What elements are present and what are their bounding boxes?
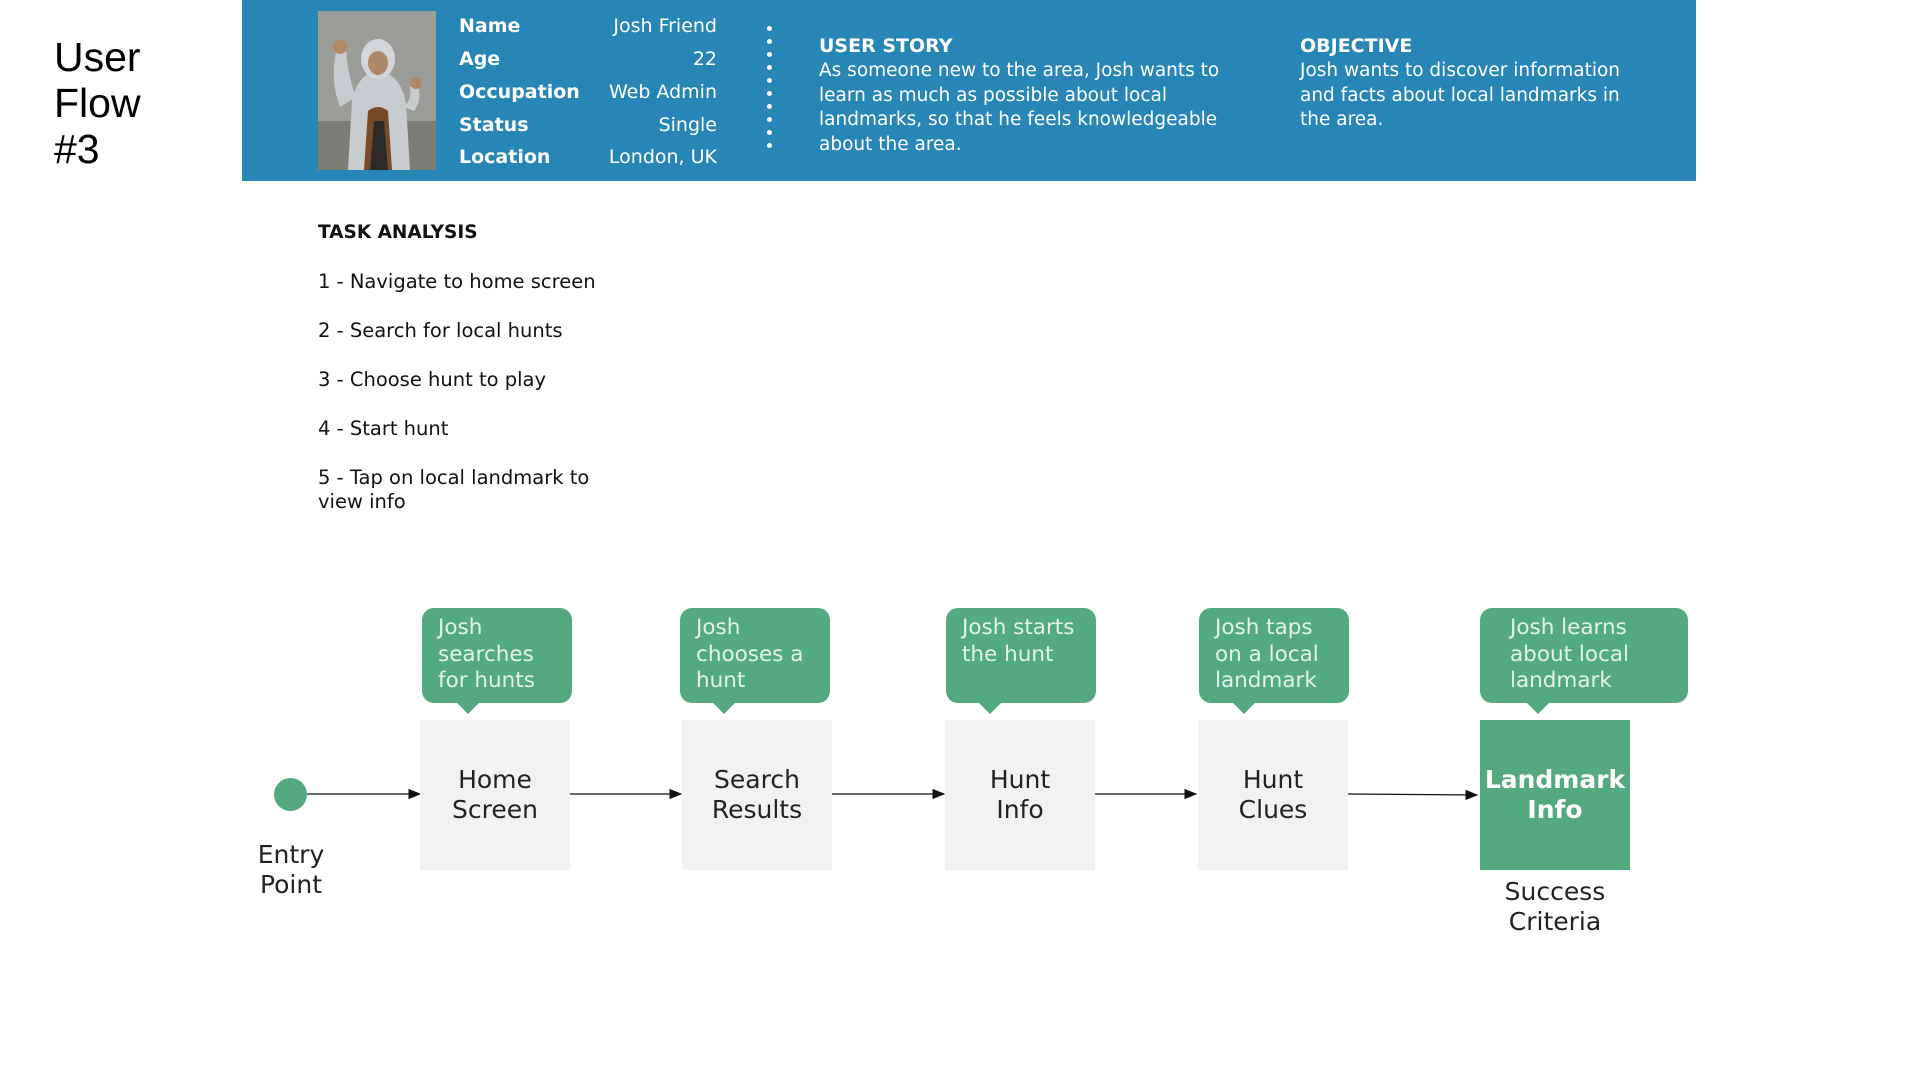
step-label-line-2: Info (1527, 795, 1583, 824)
entry-point-label: Entry Point (236, 840, 346, 900)
page-title-line-1: User (54, 34, 141, 80)
step-label-line-2: Results (711, 795, 803, 824)
entry-point-line-1: Entry (257, 840, 325, 869)
task-item: 2 - Search for local hunts (318, 319, 563, 342)
profile-value-occupation: Web Admin (608, 81, 717, 103)
step-note-bubble: Josh taps on a local landmark (1199, 608, 1349, 703)
profile-label-age: Age (459, 48, 501, 70)
page-title: User Flow #3 (54, 34, 141, 172)
profile-value-name: Josh Friend (613, 15, 717, 37)
profile-label-occupation: Occupation (459, 81, 580, 103)
task-item: 3 - Choose hunt to play (318, 368, 547, 391)
task-analysis-heading: TASK ANALYSIS (318, 222, 478, 243)
profile-value-age: 22 (692, 48, 717, 70)
bubble-tail (712, 702, 736, 714)
step-label-line-1: Hunt (989, 765, 1051, 794)
bubble-tail (1232, 702, 1256, 714)
step-label-line-2: Screen (452, 795, 538, 824)
profile-value-status: Single (658, 114, 717, 136)
page-title-line-2: Flow (54, 80, 141, 126)
objective-text: Josh wants to discover information and f… (1300, 60, 1621, 130)
success-criteria-line-2: Criteria (1508, 907, 1602, 936)
dotted-divider (767, 26, 773, 154)
step-label-line-1: Search (714, 765, 800, 794)
arrow-clues-to-landmark (1345, 789, 1479, 801)
success-criteria-label: Success Criteria (1480, 877, 1630, 937)
profile-value-location: London, UK (608, 146, 717, 168)
bubble-tail (978, 702, 1002, 714)
entry-point-dot (274, 778, 307, 811)
task-item: 5 - Tap on local landmark to view info (318, 466, 590, 513)
step-note-bubble: Josh learns about local landmark (1480, 608, 1688, 703)
bubble-tail (1526, 702, 1550, 714)
persona-banner (242, 0, 1696, 181)
objective-heading: OBJECTIVE (1300, 35, 1413, 57)
success-criteria-line-1: Success (1504, 877, 1606, 906)
step-label-line-1: Hunt (1242, 765, 1304, 794)
step-label-line-2: Info (996, 795, 1044, 824)
entry-point-line-2: Point (259, 870, 323, 899)
step-note-bubble: Josh chooses a hunt (680, 608, 830, 703)
profile-label-location: Location (459, 146, 551, 168)
profile-label-status: Status (459, 114, 529, 136)
step-label-line-1: Home (458, 765, 532, 794)
persona-photo-illustration (318, 11, 436, 170)
user-story-text: As someone new to the area, Josh wants t… (819, 60, 1220, 155)
profile-label-name: Name (459, 15, 521, 37)
step-label-line-2: Clues (1238, 795, 1308, 824)
step-label-line-1: Landmark (1484, 765, 1626, 794)
persona-photo (318, 11, 436, 170)
task-item: 4 - Start hunt (318, 417, 449, 440)
bubble-tail (456, 702, 480, 714)
task-item: 1 - Navigate to home screen (318, 270, 596, 293)
page-title-line-3: #3 (54, 126, 100, 172)
step-note-bubble: Josh starts the hunt (946, 608, 1096, 703)
user-story-heading: USER STORY (819, 35, 953, 57)
step-note-bubble: Josh searches for hunts (422, 608, 572, 703)
